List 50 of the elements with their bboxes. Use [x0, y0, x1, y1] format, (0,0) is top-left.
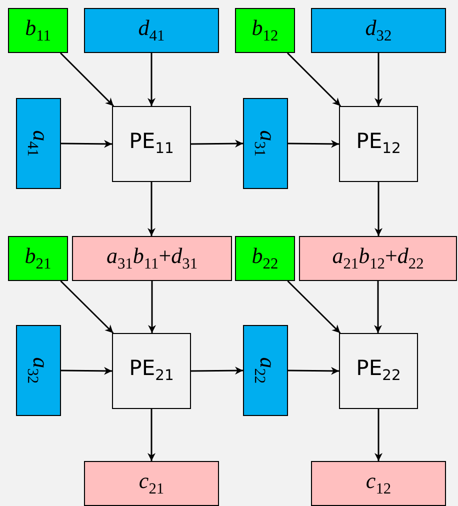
arrow: [61, 366, 112, 375]
arrow: [148, 281, 156, 333]
arrow: [148, 182, 156, 236]
label: d$_{32}$: [365, 17, 392, 44]
variable-box: [235, 8, 295, 53]
label: PE$_{12}$: [356, 131, 401, 157]
label: b$_{11}$: [25, 17, 51, 44]
result-box: [311, 461, 446, 506]
label: a$_{21}$b$_{12}$+d$_{22}$: [332, 245, 424, 272]
processing-element-box: [112, 333, 191, 409]
processing-element-box: [339, 333, 418, 409]
arrow: [287, 280, 341, 334]
arrow: [61, 140, 112, 148]
arrow: [374, 409, 382, 461]
arrow: [374, 182, 382, 236]
label: a$_{31}$b$_{11}$+d$_{31}$: [106, 245, 198, 272]
arrow: [60, 52, 114, 107]
label: b$_{12}$: [252, 17, 278, 44]
variable-box: [84, 8, 219, 53]
label: c$_{21}$: [138, 470, 164, 497]
arrow: [148, 53, 156, 106]
arrow: [288, 140, 339, 148]
variable-box: [8, 8, 68, 53]
variable-box: [311, 8, 446, 53]
arrow: [286, 52, 342, 107]
label: PE$_{21}$: [129, 358, 174, 384]
variable-box: [243, 325, 288, 416]
arrow: [191, 140, 243, 148]
label: PE$_{22}$: [356, 358, 401, 384]
arrow: [191, 366, 243, 375]
variable-box: [235, 236, 295, 281]
label: c$_{12}$: [366, 470, 392, 497]
processing-element-box: [112, 106, 191, 182]
variable-box: [243, 98, 288, 189]
processing-element-box: [339, 106, 418, 182]
arrow: [60, 280, 114, 334]
variable-box: [8, 236, 68, 281]
result-box: [72, 236, 232, 281]
label: d$_{41}$: [138, 17, 165, 44]
label: PE$_{11}$: [129, 131, 174, 157]
result-box: [84, 461, 219, 506]
label: b$_{22}$: [252, 245, 278, 272]
arrow: [288, 366, 339, 375]
result-box: [299, 236, 457, 281]
arrow: [374, 53, 382, 106]
label: b$_{21}$: [24, 245, 52, 272]
variable-box: [16, 98, 61, 189]
arrow: [374, 281, 382, 333]
arrow: [148, 409, 156, 461]
variable-box: [16, 325, 61, 416]
